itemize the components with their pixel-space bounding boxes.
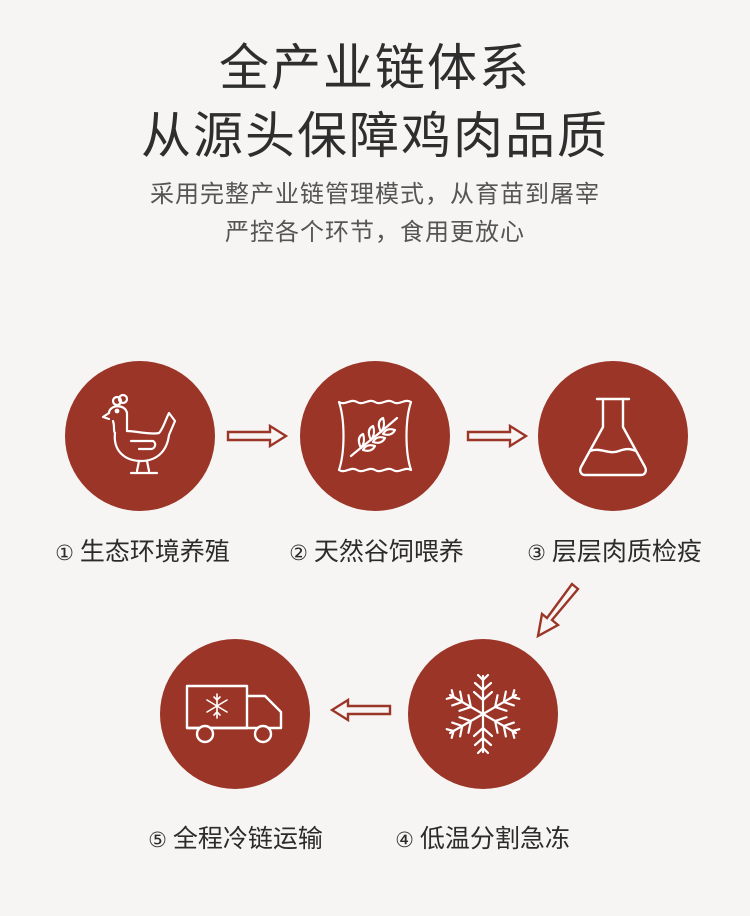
refrigerated-truck-icon: [185, 684, 283, 744]
step-5-number: ⑤: [148, 828, 167, 852]
step-2-circle: [300, 361, 450, 511]
step-4-number: ④: [395, 828, 414, 852]
step-2-text: 天然谷饲喂养: [313, 537, 464, 566]
chicken-icon: [101, 393, 177, 475]
arrow-left-icon: [330, 698, 392, 722]
step-5-text: 全程冷链运输: [172, 824, 323, 853]
arrow-right-icon: [466, 424, 528, 448]
subtitle-line1: 采用完整产业链管理模式，从育苗到屠宰: [150, 180, 600, 208]
arrow-down-left-icon: [536, 582, 580, 639]
subtitle-line2: 严控各个环节，食用更放心: [225, 218, 525, 246]
step-1-text: 生态环境养殖: [79, 537, 230, 566]
step-3-text: 层层肉质检疫: [551, 537, 702, 566]
step-1-number: ①: [55, 541, 74, 565]
step-3-circle: [538, 361, 688, 511]
step-1-circle: [65, 361, 215, 511]
step-5-circle: [160, 639, 310, 789]
step-4-circle: [408, 639, 558, 789]
grain-bag-icon: [337, 399, 413, 473]
page-title-line1: 全产业链体系: [219, 39, 531, 97]
step-2-number: ②: [289, 541, 308, 565]
step-3-number: ③: [527, 541, 546, 565]
step-4-text: 低温分割急冻: [419, 824, 570, 853]
snowflake-icon: [443, 673, 523, 755]
arrow-right-icon: [226, 424, 288, 448]
page-title-line2: 从源头保障鸡肉品质: [141, 107, 609, 165]
flask-icon: [579, 397, 647, 477]
